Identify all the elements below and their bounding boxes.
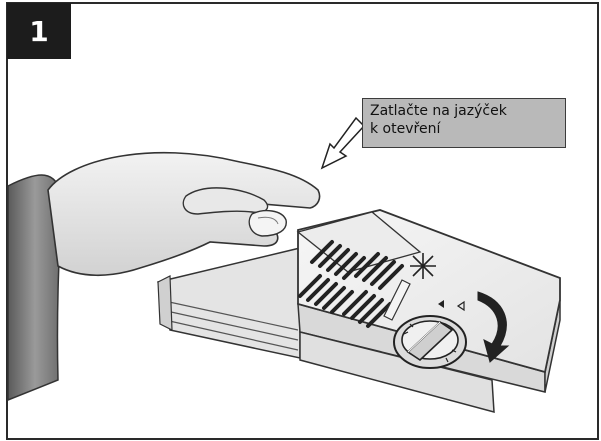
rotary-dial (393, 315, 467, 369)
instruction-callout: Zatlačte na jazýček k otevření (362, 98, 566, 148)
pointer-arrow-icon (320, 116, 366, 170)
sun-burst-icon (410, 253, 436, 279)
rotation-arrow-icon (477, 291, 510, 363)
dispenser-base (157, 247, 301, 359)
hand-icon (47, 151, 321, 277)
dispenser-lid-icon (296, 209, 561, 413)
step-number-badge: 1 (7, 3, 71, 59)
callout-line-2: k otevření (370, 121, 441, 137)
callout-line-1: Zatlačte na jazýček (370, 103, 507, 119)
